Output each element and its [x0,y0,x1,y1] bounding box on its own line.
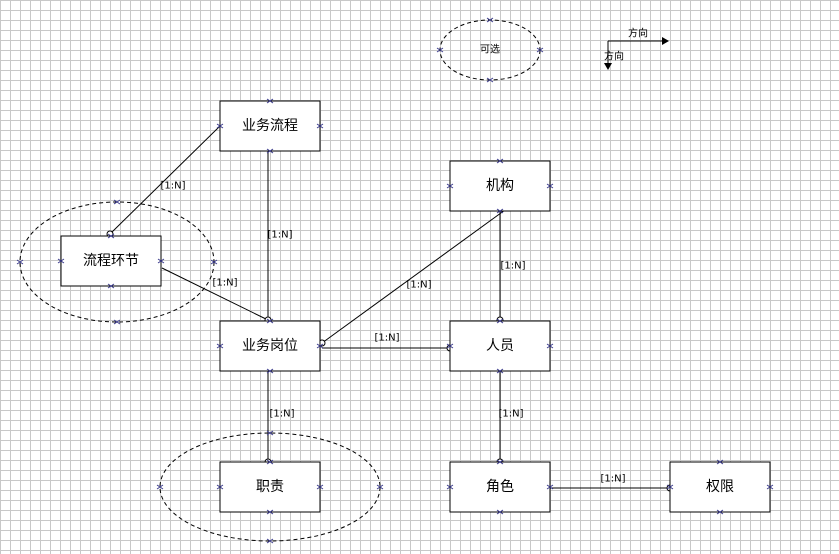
handle-mark [536,47,544,53]
handle-mark [266,98,274,104]
handle-mark [546,484,554,490]
handle-mark [446,183,454,189]
link-org-post[interactable] [321,209,506,344]
handle-mark [716,459,724,465]
link-process-step[interactable] [109,125,221,235]
handle-mark [216,123,224,129]
handle-mark [546,183,554,189]
relation-label: [1:N] [374,333,399,344]
relation-label: [1:N] [160,181,185,192]
direction-arrows-icon [604,37,669,70]
handle-mark [107,233,115,239]
entity-process[interactable]: 业务流程 [219,100,321,152]
entity-label: 业务流程 [242,118,298,134]
relation-label: [1:N] [406,280,431,291]
entity-label: 流程环节 [83,253,139,269]
direction-label-horizontal: 方向 [628,27,648,40]
relation-label: [1:N] [212,278,237,289]
entity-label: 人员 [486,338,514,354]
handle-mark [316,123,324,129]
handle-mark [496,509,504,515]
handle-mark [446,484,454,490]
entity-person[interactable]: 人员 [449,320,551,372]
entity-label: 角色 [486,478,514,495]
handle-mark [496,368,504,374]
relation-label: [1:N] [500,261,525,272]
handle-mark [316,484,324,490]
handle-mark [57,258,65,264]
handle-mark [16,259,24,265]
handle-mark [376,484,384,490]
entity-label: 业务岗位 [242,338,298,354]
handle-mark [216,343,224,349]
handle-mark [486,77,494,83]
entity-role[interactable]: 角色 [449,461,551,513]
handle-mark [157,258,165,264]
handle-mark [496,318,504,324]
handle-mark [107,283,115,289]
relation-label: [1:N] [498,409,523,420]
handle-mark [113,319,121,325]
relation-label: [1:N] [269,409,294,420]
handle-mark [436,47,444,53]
entity-perm[interactable]: 权限 [669,461,771,513]
handle-mark [113,199,121,205]
handle-mark [266,368,274,374]
handle-mark [716,509,724,515]
handle-mark [266,509,274,515]
handle-mark [496,208,504,214]
handle-mark [266,318,274,324]
handle-mark [486,17,494,23]
handle-mark [266,538,274,544]
link-step-post[interactable] [161,267,269,321]
entity-label: 权限 [706,479,734,495]
handle-mark [766,484,774,490]
handle-mark [156,484,164,490]
direction-label-vertical: 方向 [604,50,624,63]
entity-label: 职责 [256,479,284,495]
entity-duty[interactable]: 职责 [219,461,321,513]
relation-label: [1:N] [600,474,625,485]
entity-post[interactable]: 业务岗位 [219,320,321,372]
handle-mark [446,343,454,349]
handle-mark [266,459,274,465]
relation-label: [1:N] [267,230,292,241]
handle-mark [266,430,274,436]
handle-mark [496,158,504,164]
entity-step[interactable]: 流程环节 [60,235,162,287]
entity-label: 机构 [486,178,514,194]
selection-handles [16,17,774,544]
handle-mark [666,484,674,490]
handle-mark [216,484,224,490]
handle-mark [210,259,218,265]
entity-org[interactable]: 机构 [449,160,551,212]
handle-mark [316,343,324,349]
handle-mark [266,148,274,154]
handle-mark [546,343,554,349]
handle-mark [496,459,504,465]
legend-optional-label: 可选 [480,43,500,56]
